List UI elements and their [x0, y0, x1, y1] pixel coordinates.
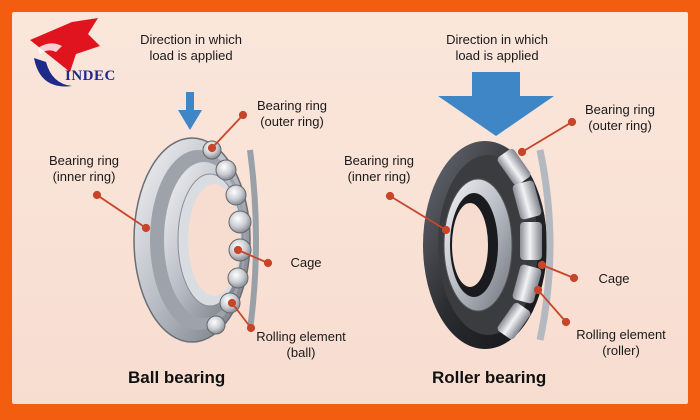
diagram-panel: [12, 12, 688, 404]
right-rolling-element-label: Rolling element (roller): [576, 327, 666, 358]
right-load-direction-label: Direction in which load is applied: [446, 32, 548, 63]
logo-blue-swoosh-icon: [34, 58, 72, 87]
right-cage-label: Cage: [598, 271, 630, 286]
left-rolling-element-label: Rolling element (ball): [256, 329, 346, 360]
left-outer-ring-label: Bearing ring (outer ring): [256, 98, 328, 129]
logo-red-flag-icon: [30, 18, 100, 72]
left-leader-lines: [92, 110, 273, 333]
ball-bearing-illustration: [133, 137, 259, 343]
left-load-direction-label: Direction in which load is applied: [140, 32, 242, 63]
roller-bearing-illustration: [423, 141, 554, 349]
ball-bearing-title: Ball bearing: [128, 368, 226, 387]
right-load-arrow-icon: [438, 72, 554, 136]
right-leader-lines: [385, 117, 579, 327]
indec-logo: [30, 18, 100, 87]
left-load-arrow-icon: [178, 92, 202, 130]
right-inner-ring-label: Bearing ring (inner ring): [343, 153, 415, 184]
right-outer-ring-label: Bearing ring (outer ring): [584, 102, 656, 133]
logo-wordmark: INDEC: [65, 68, 116, 84]
roller-bearing-title: Roller bearing: [432, 368, 547, 387]
left-cage-label: Cage: [290, 255, 322, 270]
left-inner-ring-label: Bearing ring (inner ring): [48, 153, 120, 184]
roller-elements: [497, 148, 542, 340]
